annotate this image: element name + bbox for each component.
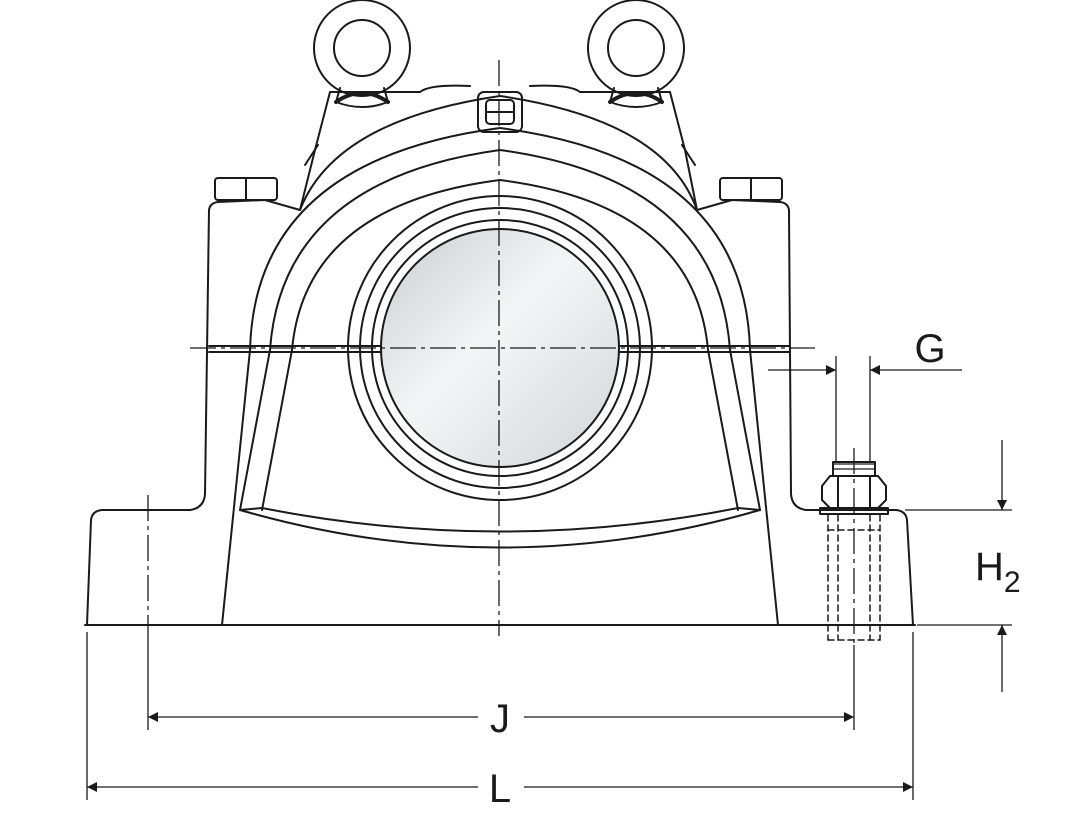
eye-bolt-left (313, 0, 411, 108)
grease-fitting (419, 84, 581, 133)
label-h2-base: H (975, 545, 1004, 589)
body-leg-left-inner (261, 349, 293, 511)
lower-rib-cap-left (239, 507, 263, 511)
eye-bolt-right (587, 0, 685, 108)
cap-inner-arch (291, 179, 709, 351)
label-h2: H2 (975, 545, 1021, 599)
lower-rib-bottom (261, 507, 739, 533)
housing-base (86, 199, 914, 626)
cap-outer-arch (249, 127, 751, 351)
lower-rib-cap-right (737, 507, 761, 511)
label-l: L (489, 767, 511, 811)
body-left-outer-leg (239, 349, 271, 511)
lower-rib-top (239, 509, 761, 549)
cap-shoulder-left (299, 91, 421, 211)
cap-side-right (681, 144, 696, 166)
label-h2-sub: 2 (1004, 566, 1021, 599)
label-g: G (914, 327, 945, 371)
body-leg-left (221, 349, 251, 626)
body-leg-right-inner (707, 349, 739, 511)
housing-cap-outline (299, 95, 698, 211)
cap-shoulder-right (579, 91, 698, 211)
body-right-outer-leg (729, 349, 761, 511)
cap-bolt-right (719, 177, 783, 201)
cap-mid-arch (269, 149, 731, 351)
cap-side-left (304, 144, 319, 166)
body-leg-right (749, 349, 779, 626)
label-j: J (490, 697, 510, 741)
cap-bolt-left (214, 177, 278, 201)
